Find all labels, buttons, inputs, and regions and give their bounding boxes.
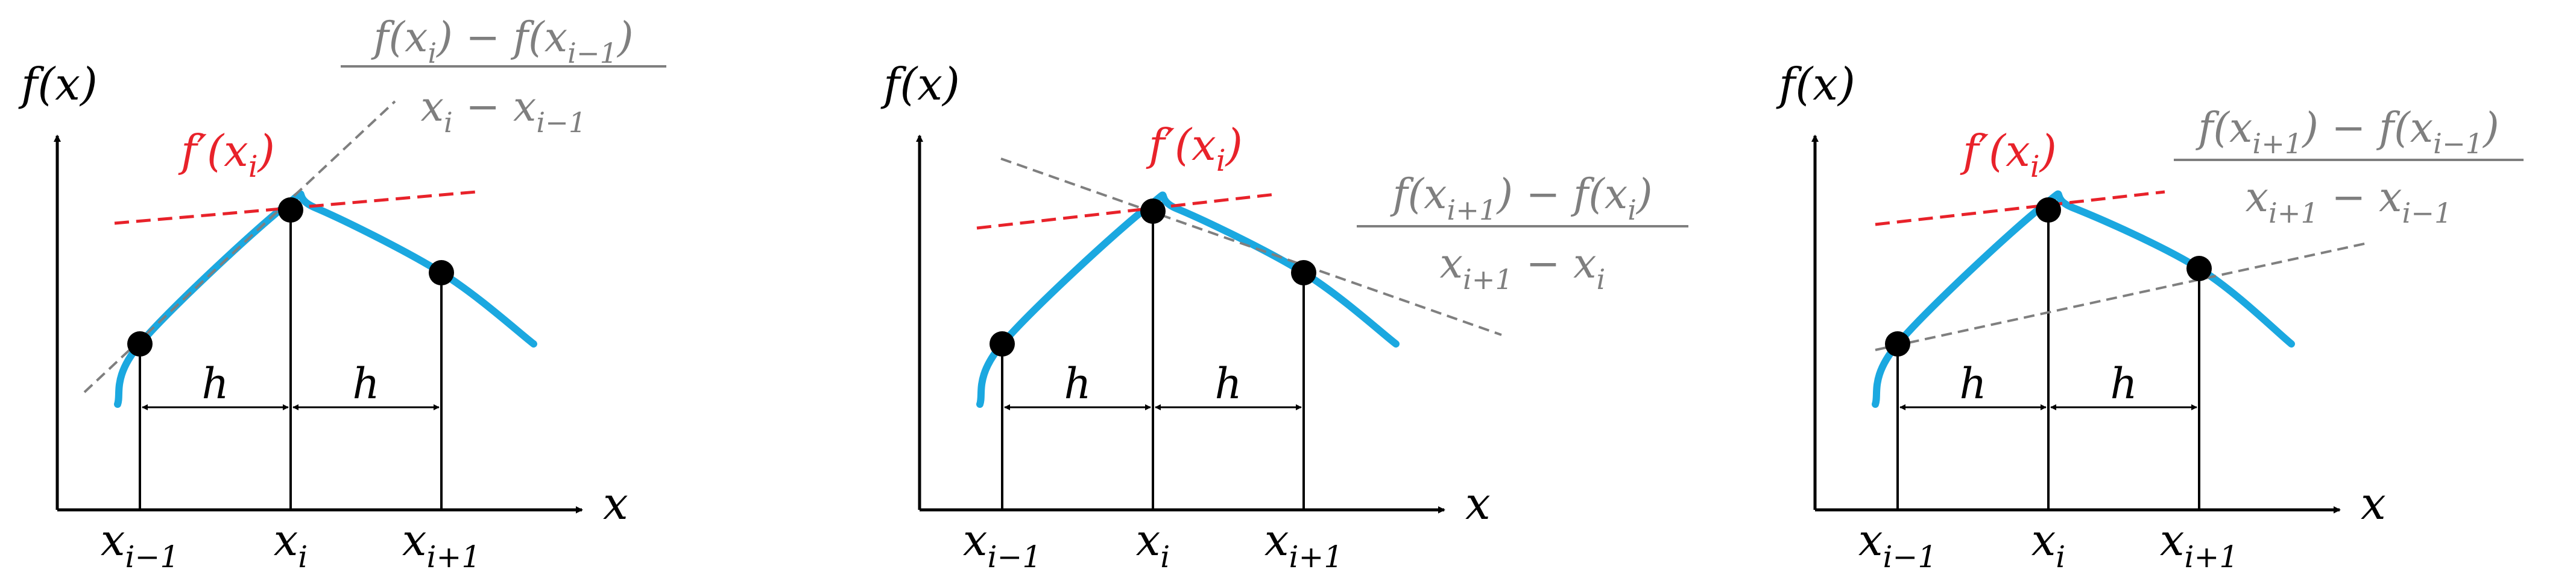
- tick-label-x-cur: xi: [274, 515, 308, 569]
- tick-label-x-cur: xi: [1136, 515, 1170, 569]
- tangent-line: [1875, 190, 2165, 226]
- tick-label-x-prev: xi−1: [1858, 515, 1937, 569]
- point-next: [1291, 260, 1316, 285]
- slope-denominator: xi − xi−1: [421, 83, 587, 139]
- h-label-right: h: [2110, 359, 2137, 408]
- panel-backward: f(x) x h h xi−1 xi xi+1 f′(xi) f(xi) − f(xi−1) xi…: [18, 14, 666, 572]
- function-curve: [1872, 190, 2295, 408]
- tangent-line: [976, 192, 1276, 230]
- secant-line: [1875, 241, 2370, 351]
- point-prev: [127, 331, 153, 357]
- point-next: [2186, 256, 2212, 281]
- point-cur: [1140, 199, 1166, 224]
- x-axis-label: x: [2361, 478, 2386, 530]
- tick-label-x-prev: xi−1: [101, 515, 179, 569]
- tangent-label: f′(xi): [178, 126, 275, 184]
- slope-numerator: f(xi+1) − f(xi−1): [2195, 104, 2499, 160]
- y-axis-label: f(x): [1776, 59, 1855, 110]
- tangent-label: f′(xi): [1146, 119, 1243, 178]
- function-curve: [114, 190, 537, 408]
- h-label-left: h: [1959, 359, 1986, 408]
- panel-forward: f(x) x h h xi−1 xi xi+1 f′(xi) f(xi+1) − f(xi) xi…: [880, 59, 1688, 572]
- slope-numerator: f(xi) − f(xi−1): [370, 14, 633, 69]
- h-label-left: h: [201, 359, 229, 408]
- tick-label-x-next: xi+1: [1264, 515, 1343, 569]
- point-prev: [990, 331, 1015, 357]
- panel-central: f(x) x h h xi−1 xi xi+1 f′(xi) f(xi+1) − f(xi−1)…: [1776, 59, 2524, 572]
- secant-line: [1000, 157, 1502, 336]
- point-cur: [2036, 197, 2061, 223]
- tick-label-x-next: xi+1: [402, 515, 481, 569]
- y-axis-label: f(x): [880, 59, 960, 110]
- slope-denominator: xi+1 − xi−1: [2246, 174, 2452, 229]
- tick-label-x-next: xi+1: [2160, 515, 2238, 569]
- y-axis-label: f(x): [18, 59, 98, 110]
- point-next: [429, 260, 454, 285]
- slope-numerator: f(xi+1) − f(xi): [1389, 171, 1652, 226]
- x-axis-label: x: [603, 478, 628, 530]
- slope-denominator: xi+1 − xi: [1440, 240, 1606, 296]
- tick-label-x-prev: xi−1: [963, 515, 1041, 569]
- tangent-label: f′(xi): [1960, 126, 2057, 184]
- h-label-right: h: [352, 359, 379, 408]
- tick-label-x-cur: xi: [2031, 515, 2066, 569]
- point-prev: [1885, 331, 1910, 357]
- h-label-right: h: [1214, 359, 1242, 408]
- point-cur: [278, 197, 303, 223]
- h-label-left: h: [1064, 359, 1091, 408]
- x-axis-label: x: [1465, 478, 1491, 530]
- function-curve: [976, 191, 1400, 408]
